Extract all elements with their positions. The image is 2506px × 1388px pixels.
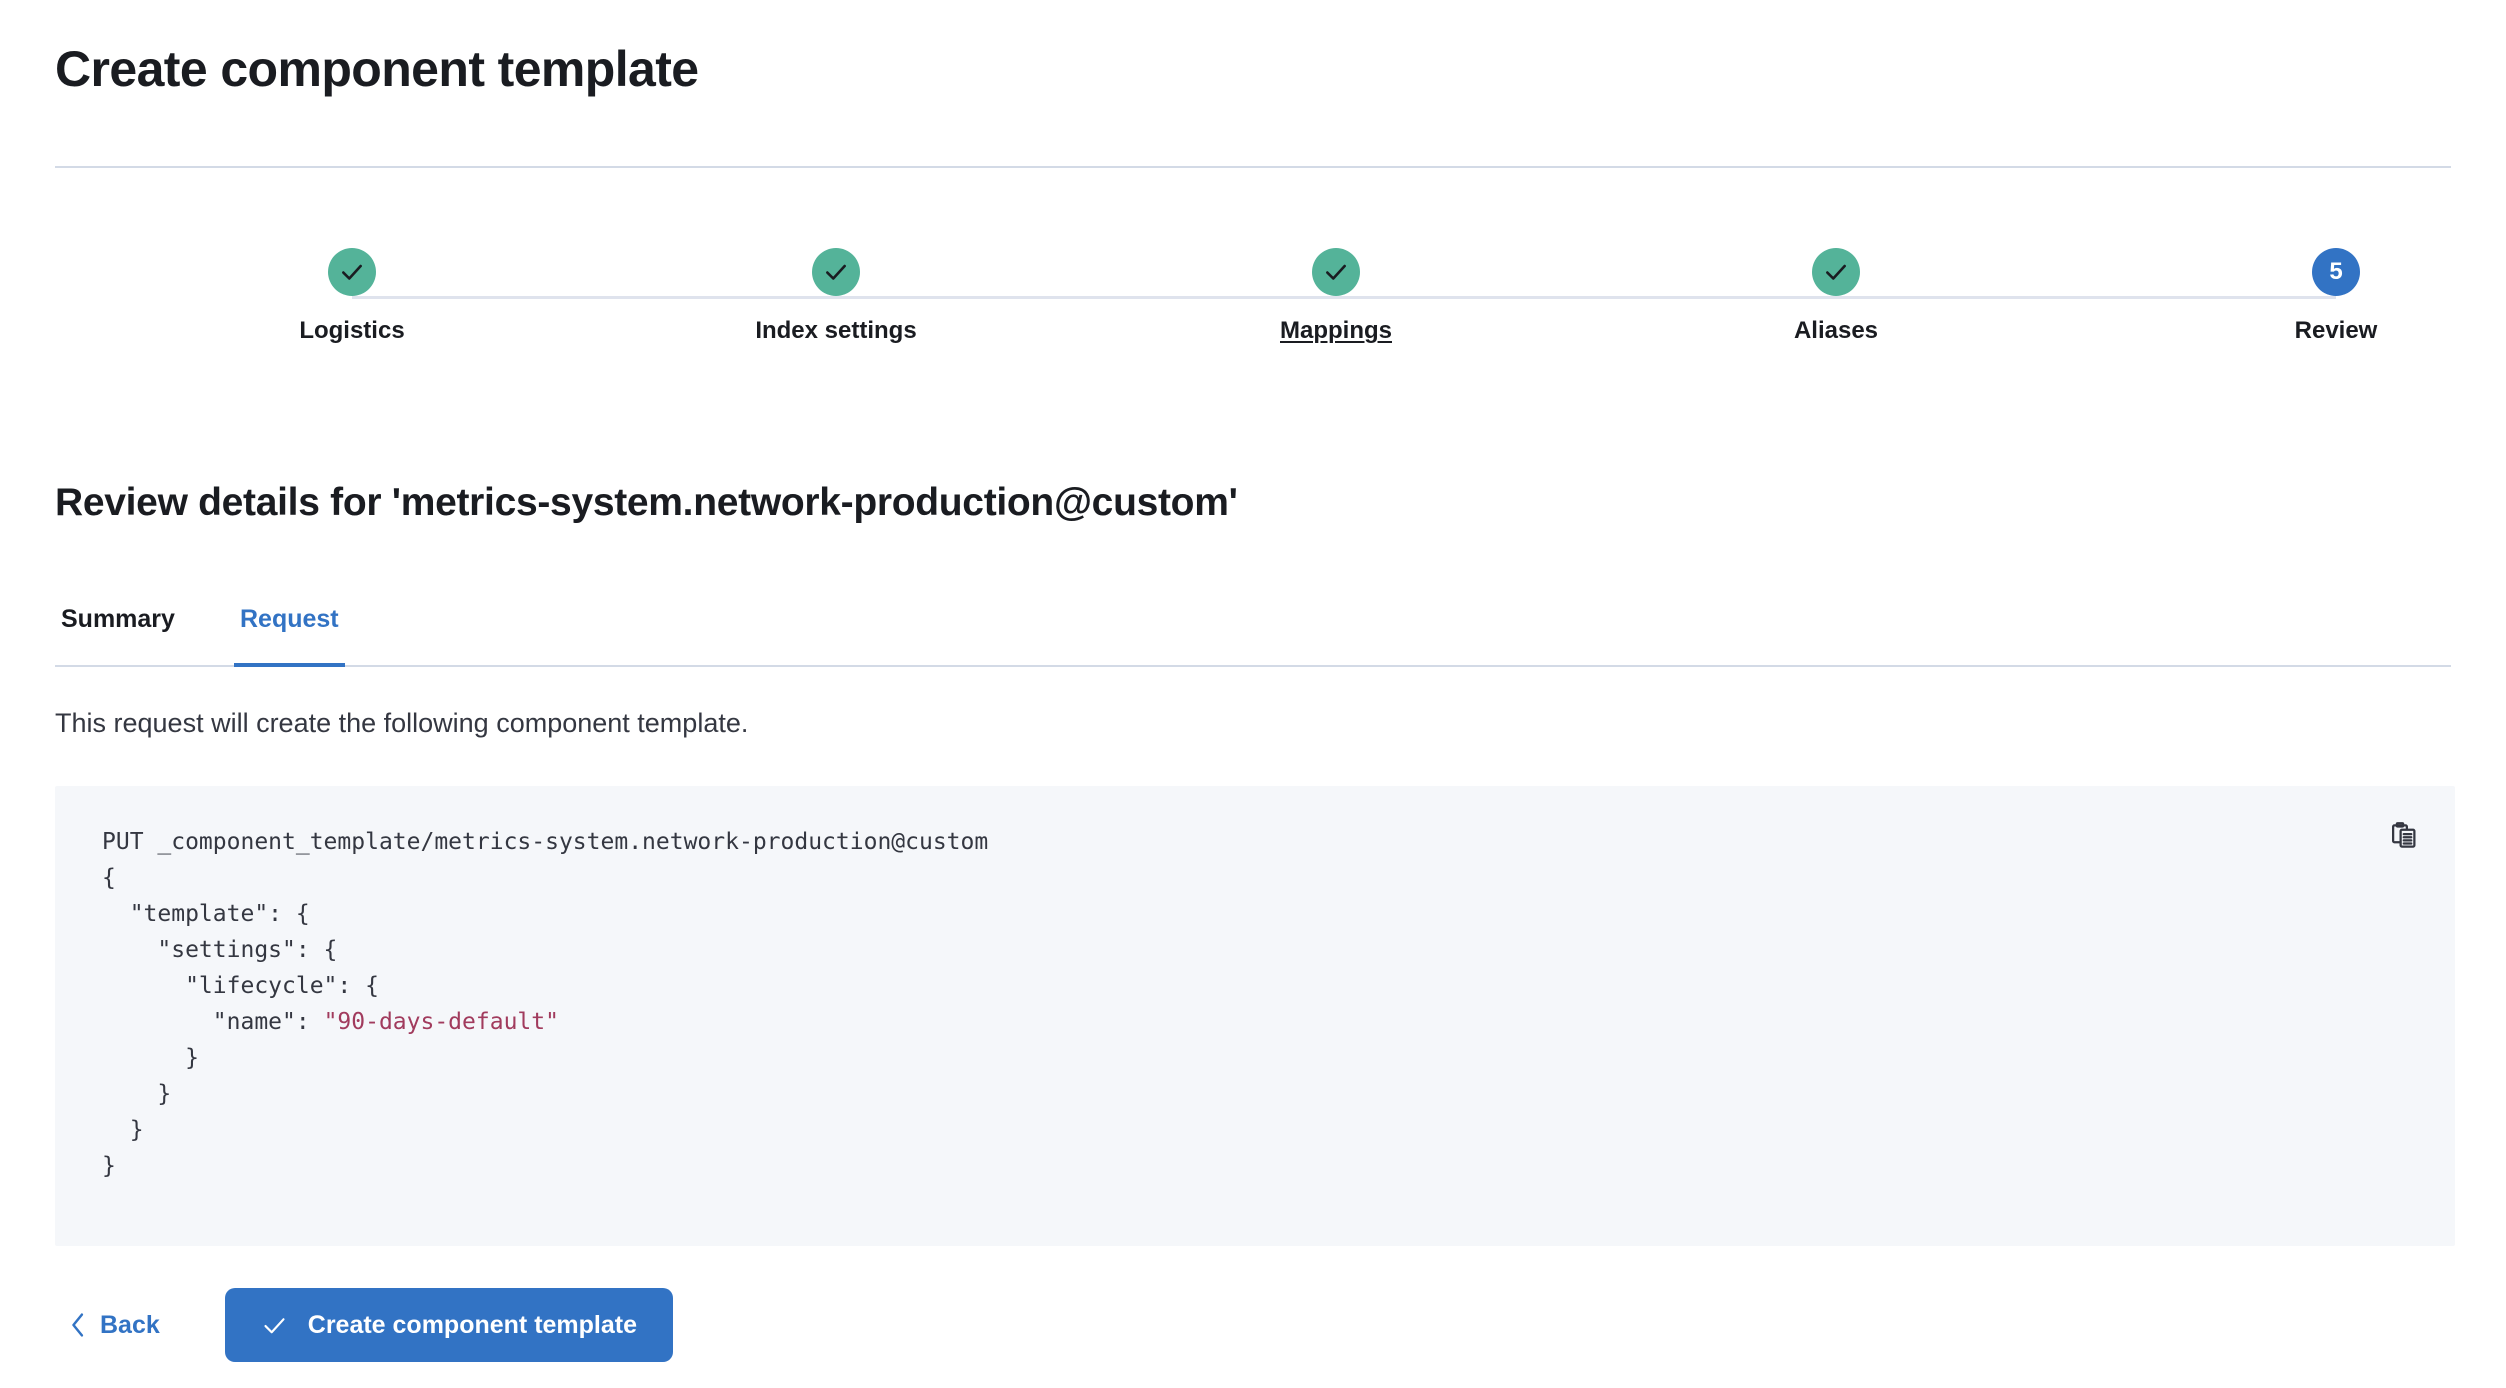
- step-connector-line-2: [836, 296, 1336, 299]
- step-connector-line-4: [1836, 296, 2336, 299]
- step-review-circle[interactable]: 5: [2312, 248, 2360, 296]
- step-mappings[interactable]: Mappings: [1186, 248, 1486, 345]
- step-index-settings-label[interactable]: Index settings: [755, 317, 917, 344]
- step-aliases-circle[interactable]: [1812, 248, 1860, 296]
- clipboard-copy-icon: [2390, 821, 2420, 851]
- step-aliases[interactable]: Aliases: [1686, 248, 1986, 345]
- request-description: This request will create the following c…: [55, 708, 749, 738]
- review-tabs: Summary Request: [55, 597, 2451, 667]
- chevron-left-icon: [69, 1312, 87, 1338]
- step-logistics[interactable]: Logistics: [202, 248, 502, 345]
- step-aliases-label[interactable]: Aliases: [1793, 317, 1879, 344]
- check-icon: [339, 259, 365, 285]
- step-mappings-label[interactable]: Mappings: [1280, 317, 1392, 344]
- step-logistics-circle[interactable]: [328, 248, 376, 296]
- back-button-label: Back: [100, 1310, 160, 1339]
- step-review-label[interactable]: Review: [2294, 317, 2378, 344]
- back-button[interactable]: Back: [55, 1311, 170, 1340]
- tabs-underline: [55, 665, 2451, 667]
- page-title: Create component template: [55, 41, 699, 97]
- copy-to-clipboard-button[interactable]: [2383, 814, 2427, 858]
- step-connector-line-3: [1336, 296, 1836, 299]
- review-heading: Review details for 'metrics-system.netwo…: [55, 481, 1238, 524]
- tab-request[interactable]: Request: [234, 597, 345, 667]
- header-divider: [55, 166, 2451, 168]
- step-logistics-label[interactable]: Logistics: [299, 317, 405, 344]
- request-code-panel: PUT _component_template/metrics-system.n…: [55, 786, 2455, 1246]
- check-icon: [261, 1312, 288, 1339]
- step-index-settings-circle[interactable]: [812, 248, 860, 296]
- tab-summary[interactable]: Summary: [55, 597, 181, 667]
- check-icon: [1823, 259, 1849, 285]
- create-button-label: Create component template: [307, 1310, 638, 1339]
- wizard-stepper: Logistics Index settings Mappings: [55, 248, 2451, 368]
- wizard-footer: Back Create component template: [55, 1288, 674, 1362]
- create-component-template-button[interactable]: Create component template: [224, 1288, 674, 1362]
- step-index-settings[interactable]: Index settings: [686, 248, 986, 345]
- step-review[interactable]: 5 Review: [2186, 248, 2486, 345]
- step-mappings-circle[interactable]: [1312, 248, 1360, 296]
- request-code-content: PUT _component_template/metrics-system.n…: [102, 829, 989, 1179]
- step-connector-line-1: [352, 296, 836, 299]
- step-review-number: 5: [2329, 258, 2343, 285]
- check-icon: [823, 259, 849, 285]
- check-icon: [1323, 259, 1349, 285]
